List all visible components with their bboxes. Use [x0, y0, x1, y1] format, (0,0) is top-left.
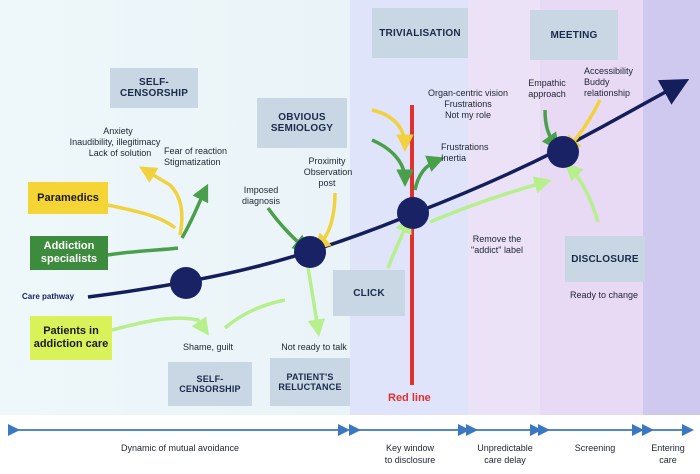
empathic-label: Empathic	[528, 78, 566, 88]
arrow-remove-label	[429, 176, 552, 224]
paramedics-box: Paramedics	[28, 182, 108, 214]
meeting-box: MEETING	[530, 10, 618, 60]
imposed-label: Imposed	[243, 185, 279, 195]
proximity-label: Proximity	[308, 156, 346, 166]
organ-centric-label: Organ-centric vision	[427, 88, 509, 98]
arrow-patients	[111, 316, 210, 336]
zone-entering-care	[643, 0, 700, 415]
frustrations-b-label: Frustrations	[441, 142, 489, 152]
arrow-from-shame	[223, 298, 286, 330]
inertia-label: Inertia	[441, 153, 467, 163]
trivialisation-label: TRIVIALISATION	[379, 27, 461, 39]
node-3	[397, 197, 429, 229]
meeting-label: MEETING	[550, 29, 598, 41]
zone-unpredictable	[468, 0, 540, 415]
node-2	[294, 236, 326, 268]
node-1	[170, 267, 202, 299]
arrow-specialists	[107, 246, 179, 257]
arrow-proximity	[312, 192, 337, 251]
ready-to-change-label: Ready to change	[569, 290, 639, 300]
arrow-paramedics	[107, 203, 177, 230]
self-censorship-bottom-label: SELF-CENSORSHIP	[179, 374, 241, 394]
patients-label: Patients in addiction care	[33, 325, 109, 350]
timeline-unpredictable-2: care delay	[484, 455, 526, 465]
timeline-entering-2: care	[659, 455, 677, 465]
timeline-screening: Screening	[574, 443, 616, 453]
observation-label: Observation	[303, 167, 353, 177]
frustrations-a-label: Frustrations	[444, 99, 492, 109]
accessibility-label: Accessibility	[584, 66, 634, 76]
care-pathway-label: Care pathway	[22, 292, 75, 301]
stigmatization-label: Stigmatization	[164, 157, 221, 167]
timeline-unpredictable-1: Unpredictable	[477, 443, 533, 453]
approach-label: approach	[528, 89, 566, 99]
paramedics-label: Paramedics	[37, 191, 99, 204]
arrow-to-stigma	[180, 183, 209, 239]
buddy-label: Buddy	[584, 77, 610, 87]
not-my-role-label: Not my role	[444, 110, 491, 120]
anxiety-label: Anxiety	[103, 126, 133, 136]
disclosure-box: DISCLOSURE	[565, 236, 645, 282]
timeline-key-window-1: Key window	[385, 443, 435, 453]
post-label: post	[318, 178, 336, 188]
self-censorship-bottom-box: SELF-CENSORSHIP	[168, 362, 252, 406]
arrow-trivialisation-yellow	[371, 108, 414, 152]
node-4	[547, 136, 579, 168]
arrow-not-ready	[306, 267, 326, 337]
timeline-entering-1: Entering	[651, 443, 685, 453]
not-ready-label: Not ready to talk	[281, 342, 347, 352]
inaudibility-label: Inaudibility, illegitimacy	[69, 137, 161, 147]
remove-the-label: Remove the	[472, 234, 522, 244]
shame-guilt-label: Shame, guilt	[182, 342, 234, 352]
self-censorship-top-label: SELF-CENSORSHIP	[119, 77, 189, 99]
click-label: CLICK	[353, 287, 385, 299]
red-line-label: Red line	[388, 392, 431, 404]
patients-reluctance-box: PATIENT'S RELUCTANCE	[270, 358, 350, 406]
self-censorship-top-box: SELF-CENSORSHIP	[110, 68, 198, 108]
trivialisation-box: TRIVIALISATION	[372, 8, 468, 58]
arrow-click	[386, 215, 412, 269]
timeline-key-window-2: to disclosure	[384, 455, 436, 465]
arrow-frustrations	[413, 155, 445, 191]
addiction-specialists-label: Addiction specialists	[40, 240, 98, 265]
timeline-dynamic-label: Dynamic of mutual avoidance	[120, 443, 240, 453]
fear-reaction-label: Fear of reaction	[164, 146, 228, 156]
patients-box: Patients in addiction care	[30, 316, 112, 360]
obvious-semiology-label: OBVIOUS SEMIOLOGY	[270, 112, 334, 134]
addiction-specialists-box: Addiction specialists	[30, 236, 108, 270]
arrow-trivialisation-green	[371, 138, 414, 187]
disclosure-label: DISCLOSURE	[571, 253, 639, 265]
diagnosis-label: diagnosis	[241, 196, 281, 206]
patients-reluctance-label: PATIENT'S RELUCTANCE	[278, 372, 342, 392]
relationship-label: relationship	[584, 88, 631, 98]
obvious-semiology-box: OBVIOUS SEMIOLOGY	[257, 98, 347, 148]
arrow-to-fear	[138, 166, 184, 236]
arrow-disclosure	[565, 163, 600, 223]
click-box: CLICK	[333, 270, 405, 316]
lack-solution-label: Lack of solution	[88, 148, 152, 158]
addict-label: "addict" label	[471, 245, 523, 255]
